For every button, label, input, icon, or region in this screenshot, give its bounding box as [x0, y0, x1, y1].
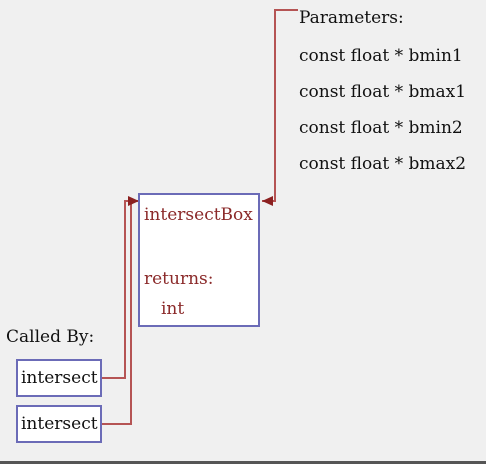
parameter-arrowhead — [262, 196, 273, 206]
bottom-divider — [0, 461, 486, 464]
returns-label: returns: — [144, 269, 214, 289]
caller-connector-1 — [102, 200, 138, 379]
parameter-item: const float * bmin1 — [299, 46, 463, 66]
called-by-heading: Called By: — [6, 327, 95, 347]
function-name: intersectBox — [144, 205, 253, 225]
parameter-item: const float * bmax1 — [299, 82, 467, 102]
parameter-connector — [262, 9, 298, 202]
parameter-item: const float * bmin2 — [299, 118, 463, 138]
parameters-heading: Parameters: — [299, 8, 404, 28]
caller-arrowhead — [128, 196, 139, 206]
parameter-item: const float * bmax2 — [299, 154, 467, 174]
caller-connector-2 — [102, 200, 138, 425]
caller-node[interactable]: intersect — [16, 359, 102, 397]
caller-node[interactable]: intersect — [16, 405, 102, 443]
returns-type: int — [161, 299, 185, 319]
function-node[interactable]: intersectBox returns: int — [138, 193, 260, 327]
